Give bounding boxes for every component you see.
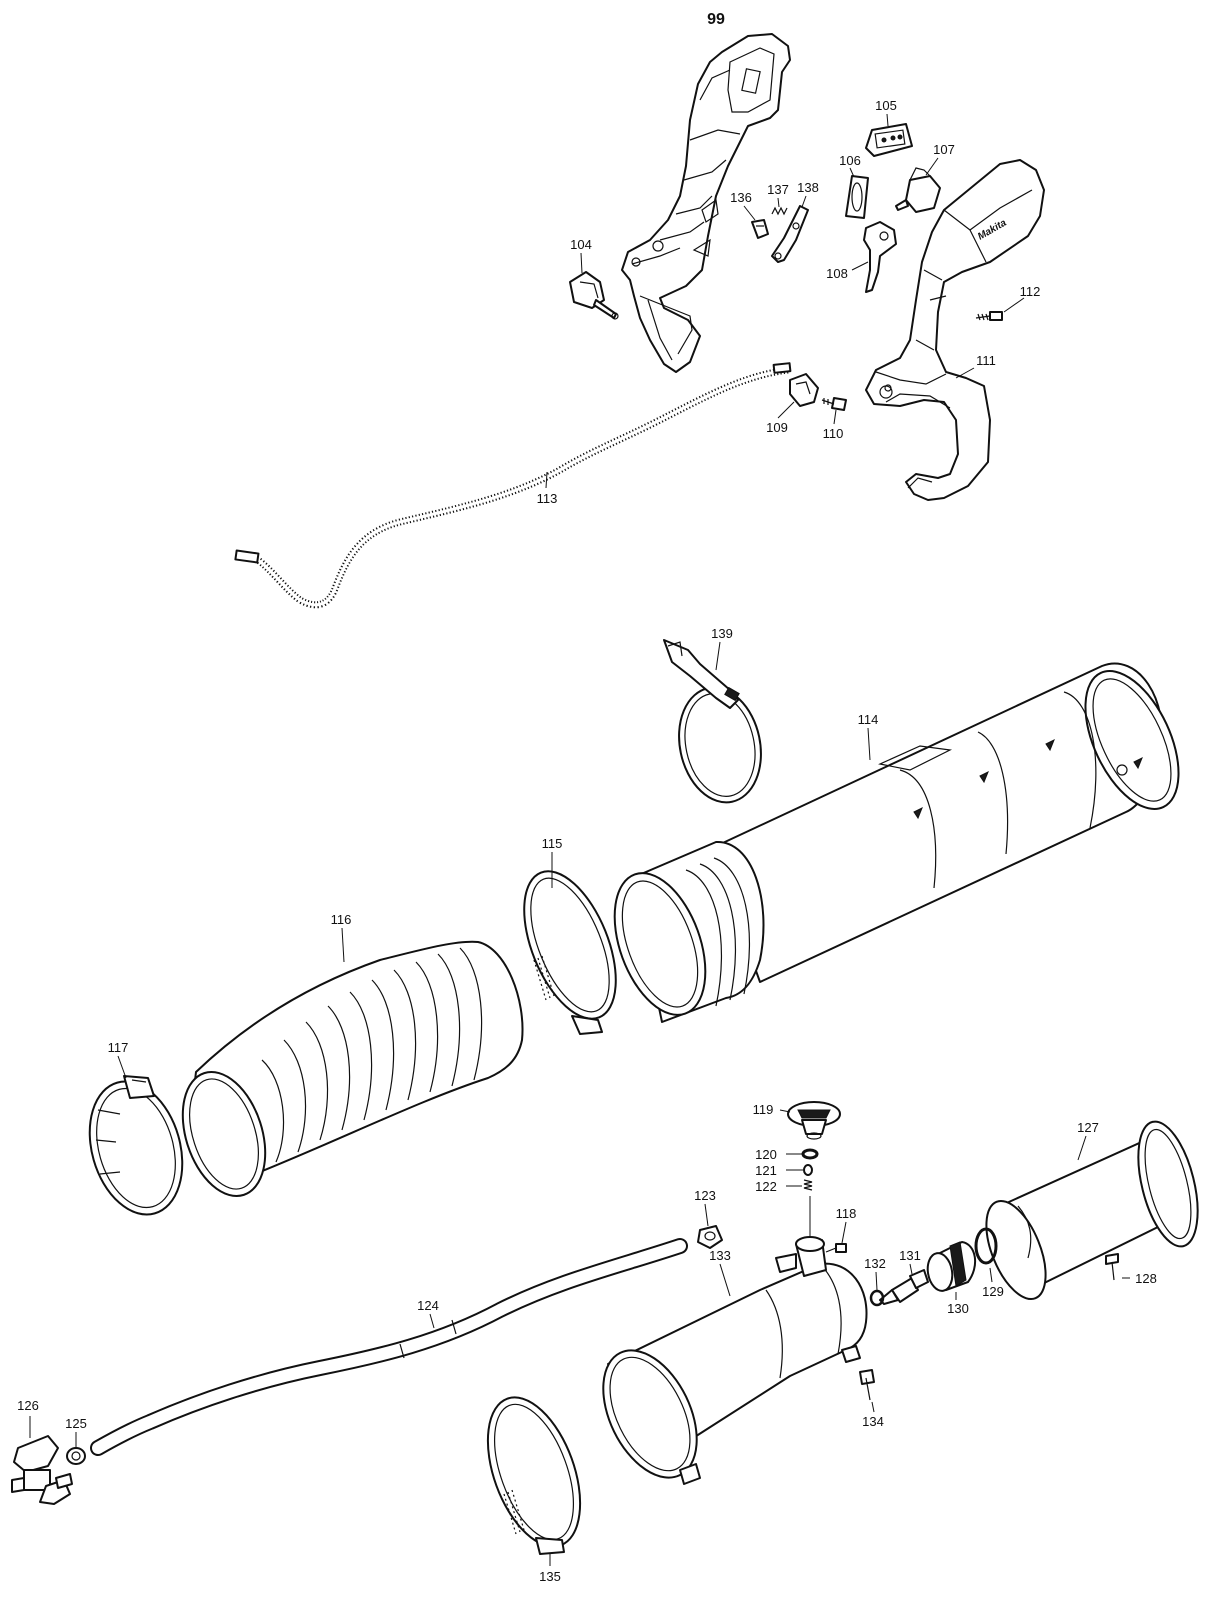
part-110-screw[interactable] <box>821 397 847 411</box>
part-134-screw[interactable] <box>859 1369 875 1401</box>
callout-137: 137 <box>767 182 789 197</box>
callout-109: 109 <box>766 420 788 435</box>
callout-105: 105 <box>875 98 897 113</box>
part-99-handle-housing[interactable] <box>621 33 791 373</box>
part-104-knob-screw[interactable] <box>569 271 619 320</box>
part-112-screw[interactable] <box>975 311 1003 321</box>
callout-117: 117 <box>108 1040 129 1055</box>
callout-99: 99 <box>707 11 725 28</box>
part-136-clip[interactable] <box>751 219 769 239</box>
part-139-strap-band[interactable] <box>663 639 771 810</box>
part-106-button-membrane[interactable] <box>845 175 869 219</box>
part-123-hose-clip[interactable] <box>697 1225 723 1249</box>
part-130-fitting[interactable] <box>925 1241 977 1293</box>
callout-110: 110 <box>823 426 844 441</box>
part-126-valve-fitting[interactable] <box>11 1435 73 1505</box>
callout-119: 119 <box>753 1102 774 1117</box>
callout-134: 134 <box>862 1414 884 1429</box>
callout-122: 122 <box>755 1179 777 1194</box>
part-137-spring[interactable] <box>771 206 788 216</box>
callout-115: 115 <box>542 836 563 851</box>
part-124-tube[interactable] <box>90 1238 688 1456</box>
part-128-screw[interactable] <box>1105 1253 1119 1281</box>
part-107-switch-unit[interactable] <box>895 167 941 213</box>
callout-123: 123 <box>694 1188 716 1203</box>
callout-104: 104 <box>570 237 592 252</box>
callout-132: 132 <box>864 1256 886 1271</box>
callout-118: 118 <box>836 1206 857 1221</box>
part-108-trigger[interactable] <box>863 221 897 293</box>
callout-114: 114 <box>858 712 879 727</box>
part-114-main-pipe[interactable] <box>597 657 1198 1027</box>
callout-121: 121 <box>755 1163 777 1178</box>
part-122-spring[interactable] <box>803 1179 813 1191</box>
part-121-ball[interactable] <box>803 1164 813 1176</box>
callout-126: 126 <box>17 1398 39 1413</box>
part-125-clip[interactable] <box>66 1447 86 1465</box>
part-129-o-ring[interactable] <box>974 1227 998 1265</box>
callout-133: 133 <box>709 1248 731 1263</box>
callout-127: 127 <box>1077 1120 1099 1135</box>
callout-111: 111 <box>976 353 996 368</box>
callout-108: 108 <box>826 266 848 281</box>
part-111-front-handle-cover[interactable]: Makita <box>865 159 1045 501</box>
callout-136: 136 <box>730 190 752 205</box>
part-113-flexible-cable[interactable] <box>234 362 792 609</box>
callout-107: 107 <box>933 142 955 157</box>
callout-106: 106 <box>839 153 861 168</box>
part-138-lever[interactable] <box>771 205 809 263</box>
callout-129: 129 <box>982 1284 1004 1299</box>
part-109-cable-holder[interactable] <box>789 373 819 407</box>
callout-124: 124 <box>417 1298 439 1313</box>
part-117-buckle-clamp[interactable] <box>75 1071 197 1226</box>
callout-113: 113 <box>537 491 558 506</box>
part-133-nozzle-body[interactable] <box>584 1236 868 1493</box>
callout-130: 130 <box>947 1301 969 1316</box>
callout-120: 120 <box>755 1147 777 1162</box>
part-127-nozzle[interactable] <box>974 1116 1208 1308</box>
callout-125: 125 <box>65 1416 87 1431</box>
part-132-o-ring[interactable] <box>869 1289 885 1307</box>
part-120-o-ring[interactable] <box>801 1148 819 1160</box>
part-131-nozzle-fitting[interactable] <box>879 1269 929 1305</box>
part-105-display-panel[interactable] <box>865 123 913 157</box>
part-135-hose-clamp[interactable] <box>470 1385 599 1559</box>
callout-139: 139 <box>711 626 733 641</box>
part-116-bellows-hose[interactable] <box>168 940 524 1207</box>
callout-138: 138 <box>797 180 819 195</box>
callout-131: 131 <box>899 1248 921 1263</box>
part-119-knob[interactable] <box>787 1101 841 1140</box>
callout-135: 135 <box>539 1569 561 1584</box>
part-115-hose-clamp[interactable] <box>506 858 635 1035</box>
part-118-screw[interactable] <box>825 1243 847 1253</box>
callout-116: 116 <box>331 912 352 927</box>
callout-128: 128 <box>1135 1271 1157 1286</box>
callout-112: 112 <box>1020 284 1041 299</box>
